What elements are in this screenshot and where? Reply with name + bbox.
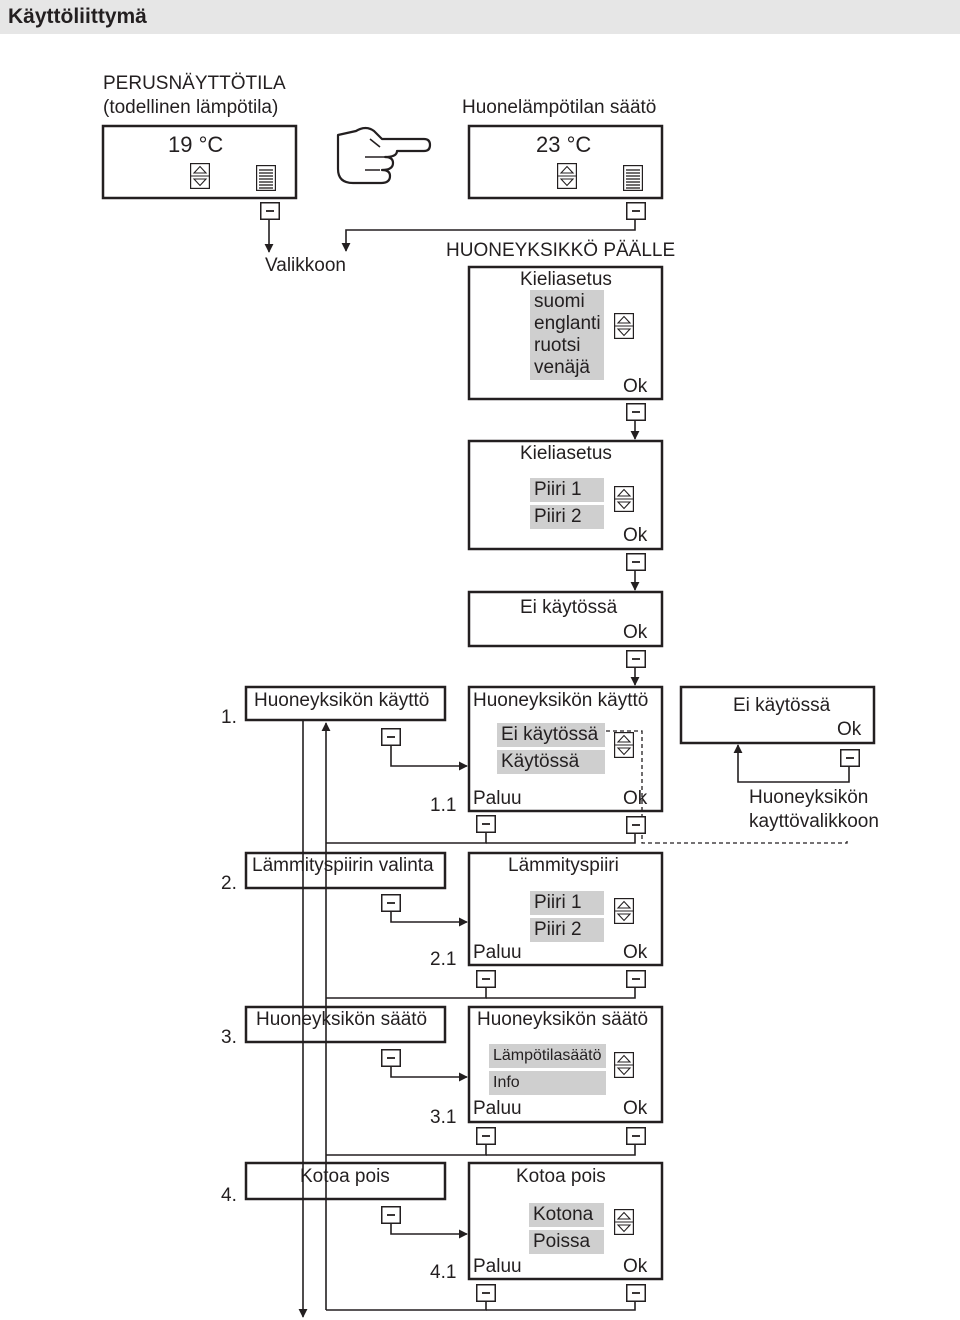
menu-item-2-frame: [244, 851, 447, 890]
menu-item-3-label[interactable]: Huoneyksikön säätö: [256, 1009, 428, 1030]
menu-item-4-label[interactable]: Kotoa pois: [300, 1166, 390, 1187]
submenu-3-option[interactable]: Lämpötilasäätö: [489, 1044, 606, 1068]
screen-frames: [101, 124, 876, 1281]
submenu-3-frame: [467, 1005, 664, 1124]
circuit-option[interactable]: Piiri 2: [530, 505, 604, 529]
main-screen-frame: [101, 124, 298, 200]
language-screen-title: Kieliasetus: [520, 269, 612, 290]
setpoint-temperature: 23 °C: [536, 132, 592, 157]
lang-option[interactable]: englanti: [530, 312, 604, 336]
main-screen-title: PERUSNÄYTTÖTILA: [103, 73, 286, 94]
lang-option[interactable]: venäjä: [530, 356, 604, 380]
menu-item-1-label[interactable]: Huoneyksikön käyttö: [254, 690, 430, 711]
submenu-4-option[interactable]: Kotona: [529, 1203, 604, 1227]
submenu-4-frame: [467, 1161, 664, 1281]
hand-icon: [336, 126, 432, 185]
ok-label[interactable]: Ok: [837, 719, 862, 740]
ok-label[interactable]: Ok: [623, 1256, 648, 1277]
user-menu-note-line2: kayttövalikkoon: [749, 811, 879, 832]
submenu-3-option[interactable]: Info: [489, 1071, 606, 1095]
submenu-4-title: Kotoa pois: [516, 1166, 606, 1187]
setpoint-screen-frame: [467, 124, 664, 200]
header-bar: Käyttöliittymä: [0, 0, 960, 34]
circuit-screen-frame: [467, 439, 664, 551]
submenu-number: 2.1: [430, 949, 457, 970]
current-temperature: 19 °C: [168, 132, 224, 157]
submenu-2-title: Lämmityspiiri: [508, 855, 619, 876]
menu-item-4-frame: [244, 1161, 447, 1201]
back-label[interactable]: Paluu: [473, 942, 522, 963]
to-menu-label: Valikkoon: [265, 255, 346, 276]
not-in-use-frame: [679, 685, 876, 745]
circuit-screen-title: Kieliasetus: [520, 443, 612, 464]
menu-number: 1.: [221, 707, 237, 728]
ok-label[interactable]: Ok: [623, 942, 648, 963]
submenu-1-option[interactable]: Ei käytössä: [497, 723, 605, 747]
submenu-2-option[interactable]: Piiri 2: [530, 918, 604, 942]
submenu-number: 4.1: [430, 1262, 457, 1283]
menu-item-2-label[interactable]: Lämmityspiirin valinta: [252, 855, 434, 876]
language-screen-frame: [467, 265, 664, 401]
back-label[interactable]: Paluu: [473, 1098, 522, 1119]
submenu-3-title: Huoneyksikön säätö: [477, 1009, 649, 1030]
ok-label[interactable]: Ok: [623, 1098, 648, 1119]
disabled-screen-title: Ei käytössä: [520, 597, 618, 618]
disabled-screen-frame: [467, 590, 664, 648]
back-label[interactable]: Paluu: [473, 788, 522, 809]
submenu-1-option[interactable]: Käytössä: [497, 750, 605, 774]
submenu-number: 3.1: [430, 1107, 457, 1128]
ok-label[interactable]: Ok: [623, 788, 648, 809]
circuit-option[interactable]: Piiri 1: [530, 478, 604, 502]
menu-item-3-frame: [244, 1005, 447, 1044]
submenu-1-frame: [467, 685, 664, 813]
menu-number: 3.: [221, 1027, 237, 1048]
back-label[interactable]: Paluu: [473, 1256, 522, 1277]
submenu-2-frame: [467, 851, 664, 967]
ok-label[interactable]: Ok: [623, 622, 648, 643]
lang-option[interactable]: suomi: [530, 290, 604, 314]
page-title: Käyttöliittymä: [8, 5, 147, 28]
ok-label[interactable]: Ok: [623, 376, 648, 397]
menu-number: 2.: [221, 873, 237, 894]
menu-number: 4.: [221, 1185, 237, 1206]
user-menu-note-line1: Huoneyksikön: [749, 787, 869, 808]
flow-lines: [264, 220, 850, 1318]
power-on-label: HUONEYKSIKKÖ PÄÄLLE: [446, 240, 676, 261]
main-screen-subtitle: (todellinen lämpötila): [103, 97, 279, 118]
lang-option[interactable]: ruotsi: [530, 334, 604, 358]
ok-label[interactable]: Ok: [623, 525, 648, 546]
submenu-2-option[interactable]: Piiri 1: [530, 891, 604, 915]
list-icons: [256, 165, 643, 191]
not-in-use-title: Ei käytössä: [733, 695, 831, 716]
submenu-number: 1.1: [430, 795, 457, 816]
submenu-1-title: Huoneyksikön käyttö: [473, 690, 649, 711]
setpoint-title: Huonelämpötilan säätö: [462, 97, 657, 118]
submenu-4-option[interactable]: Poissa: [529, 1230, 604, 1254]
dashed-links: [606, 730, 848, 844]
menu-item-1-frame: [244, 685, 447, 722]
